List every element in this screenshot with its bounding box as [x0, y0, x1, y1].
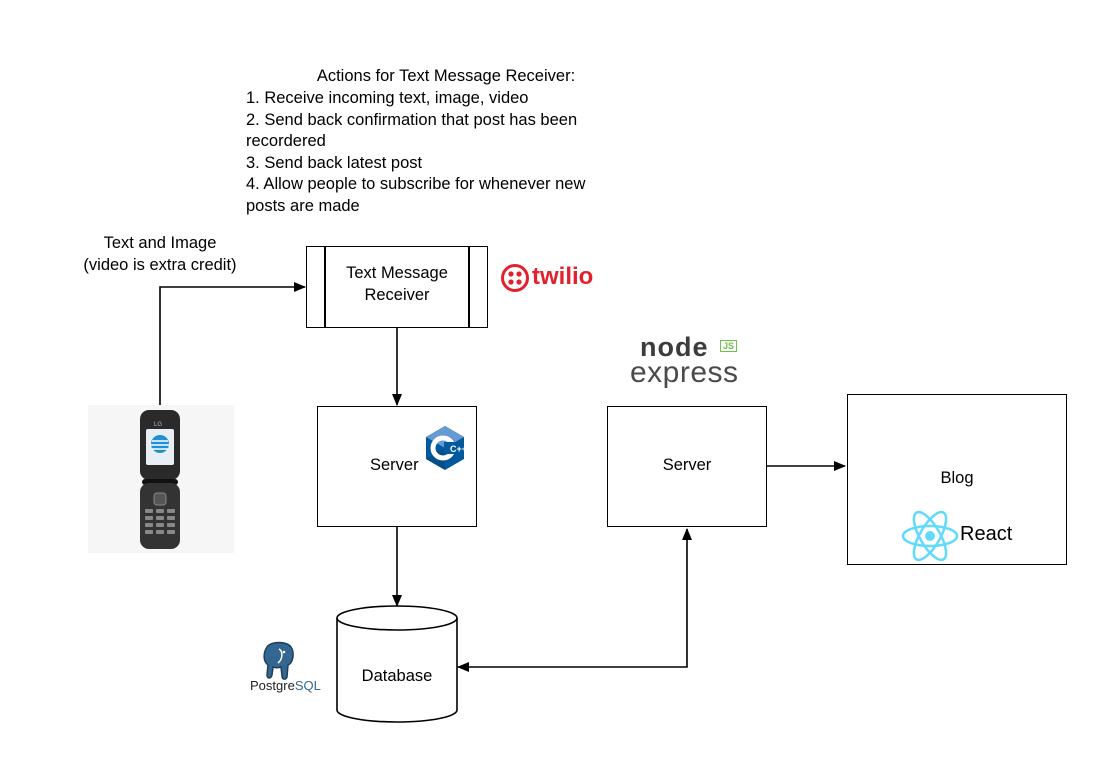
actions-item-4-cont: posts are made [246, 197, 360, 215]
flip-phone-icon: LG [88, 405, 234, 553]
arrow-database-node-server [457, 528, 692, 672]
nodejs-logo: node JS [640, 332, 750, 362]
cpp-logo-text: C++ [450, 444, 466, 454]
receiver-bar-right [468, 247, 470, 327]
phone-brand-text: LG [154, 422, 162, 428]
react-atom-icon [901, 510, 959, 562]
phone-edge-label-line2: (video is extra credit) [83, 256, 237, 274]
actions-item-3: 3. Send back latest post [246, 154, 423, 172]
actions-item-2-cont: recordered [246, 132, 326, 150]
server-cpp-label: Server [370, 456, 419, 474]
phone-edge-label-line1: Text and Image [103, 234, 217, 252]
server-node-node: Server [607, 406, 767, 527]
arrow-phone-to-receiver [159, 282, 306, 408]
receiver-label-line2: Receiver [364, 286, 430, 304]
nodejs-badge: JS [720, 340, 738, 352]
postgresql-elephant-icon [263, 641, 294, 680]
receiver-node: Text Message Receiver [306, 246, 488, 328]
postgresql-wordmark-b: SQL [294, 678, 321, 693]
actions-item-1: 1. Receive incoming text, image, video [246, 89, 529, 107]
react-wordmark: React [960, 523, 1013, 545]
receiver-label-line1: Text Message [346, 264, 448, 282]
twilio-wordmark: twilio [532, 263, 594, 290]
actions-item-4: 4. Allow people to subscribe for wheneve… [246, 175, 586, 193]
blog-label: Blog [940, 469, 974, 487]
actions-item-2: 2. Send back confirmation that post has … [246, 111, 578, 129]
database-cylinder [336, 605, 458, 723]
actions-heading: Actions for Text Message Receiver: [316, 67, 576, 85]
database-label: Database [361, 667, 433, 685]
server-node-label: Server [662, 456, 712, 474]
cpp-logo-icon: C++ [426, 426, 466, 470]
postgresql-wordmark-a: Postgre [250, 678, 295, 693]
receiver-bar-left [324, 247, 326, 327]
postgresql-wordmark: PostgreSQL [250, 678, 321, 693]
nodejs-wordmark: node [640, 332, 709, 362]
express-wordmark: express [630, 356, 739, 389]
twilio-icon [501, 264, 529, 292]
